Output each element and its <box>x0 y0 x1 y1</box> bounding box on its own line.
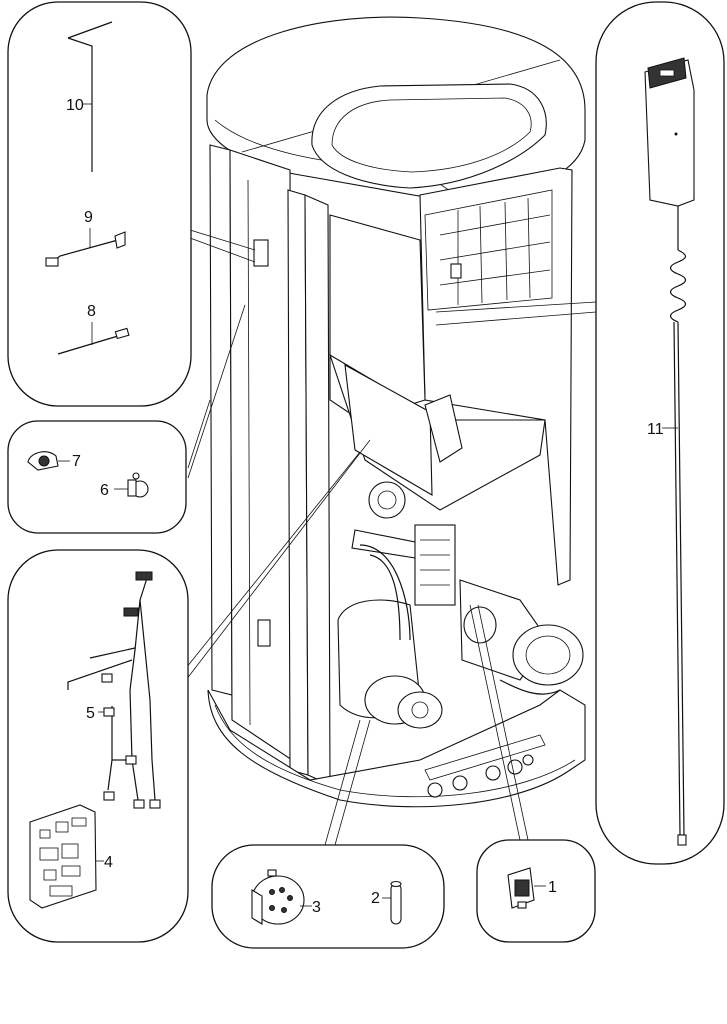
part-10-rod: 10 <box>66 21 113 172</box>
callout-3: 3 <box>312 899 321 916</box>
bubble-parts-8-9-10: 10 9 8 <box>7 1 192 407</box>
callout-8: 8 <box>87 303 96 320</box>
callout-11: 11 <box>647 421 664 438</box>
part-1-power-inlet: 1 <box>507 867 557 909</box>
part-7-clip-thermostat: 7 <box>27 451 81 471</box>
bubble-parts-4-5: 5 4 <box>7 549 189 943</box>
part-2-tube: 2 <box>371 880 402 925</box>
bubble-part-1: 1 <box>476 839 596 943</box>
part-8-probe: 8 <box>57 303 130 355</box>
bubble-part-11: 11 <box>595 1 725 865</box>
callout-10: 10 <box>66 97 84 114</box>
bubble-parts-2-3: 3 2 <box>211 844 445 949</box>
callout-2: 2 <box>371 890 380 907</box>
leader-lines <box>185 229 597 846</box>
callout-1: 1 <box>548 879 557 896</box>
part-9-sensor: 9 <box>45 209 126 267</box>
part-4-control-board: 4 <box>29 804 113 909</box>
callout-4: 4 <box>104 854 113 871</box>
callout-9: 9 <box>84 209 93 226</box>
callout-7: 7 <box>72 453 81 470</box>
bubble-parts-6-7: 7 6 <box>7 420 187 534</box>
stove-body <box>206 16 586 808</box>
part-6-thermostat: 6 <box>100 472 149 499</box>
callout-5: 5 <box>86 705 95 722</box>
part-3-pressure-switch: 3 <box>251 869 321 925</box>
part-11-probe-unit: 11 <box>644 57 695 846</box>
part-5-wiring-harness: 5 <box>67 571 161 809</box>
callout-6: 6 <box>100 482 109 499</box>
